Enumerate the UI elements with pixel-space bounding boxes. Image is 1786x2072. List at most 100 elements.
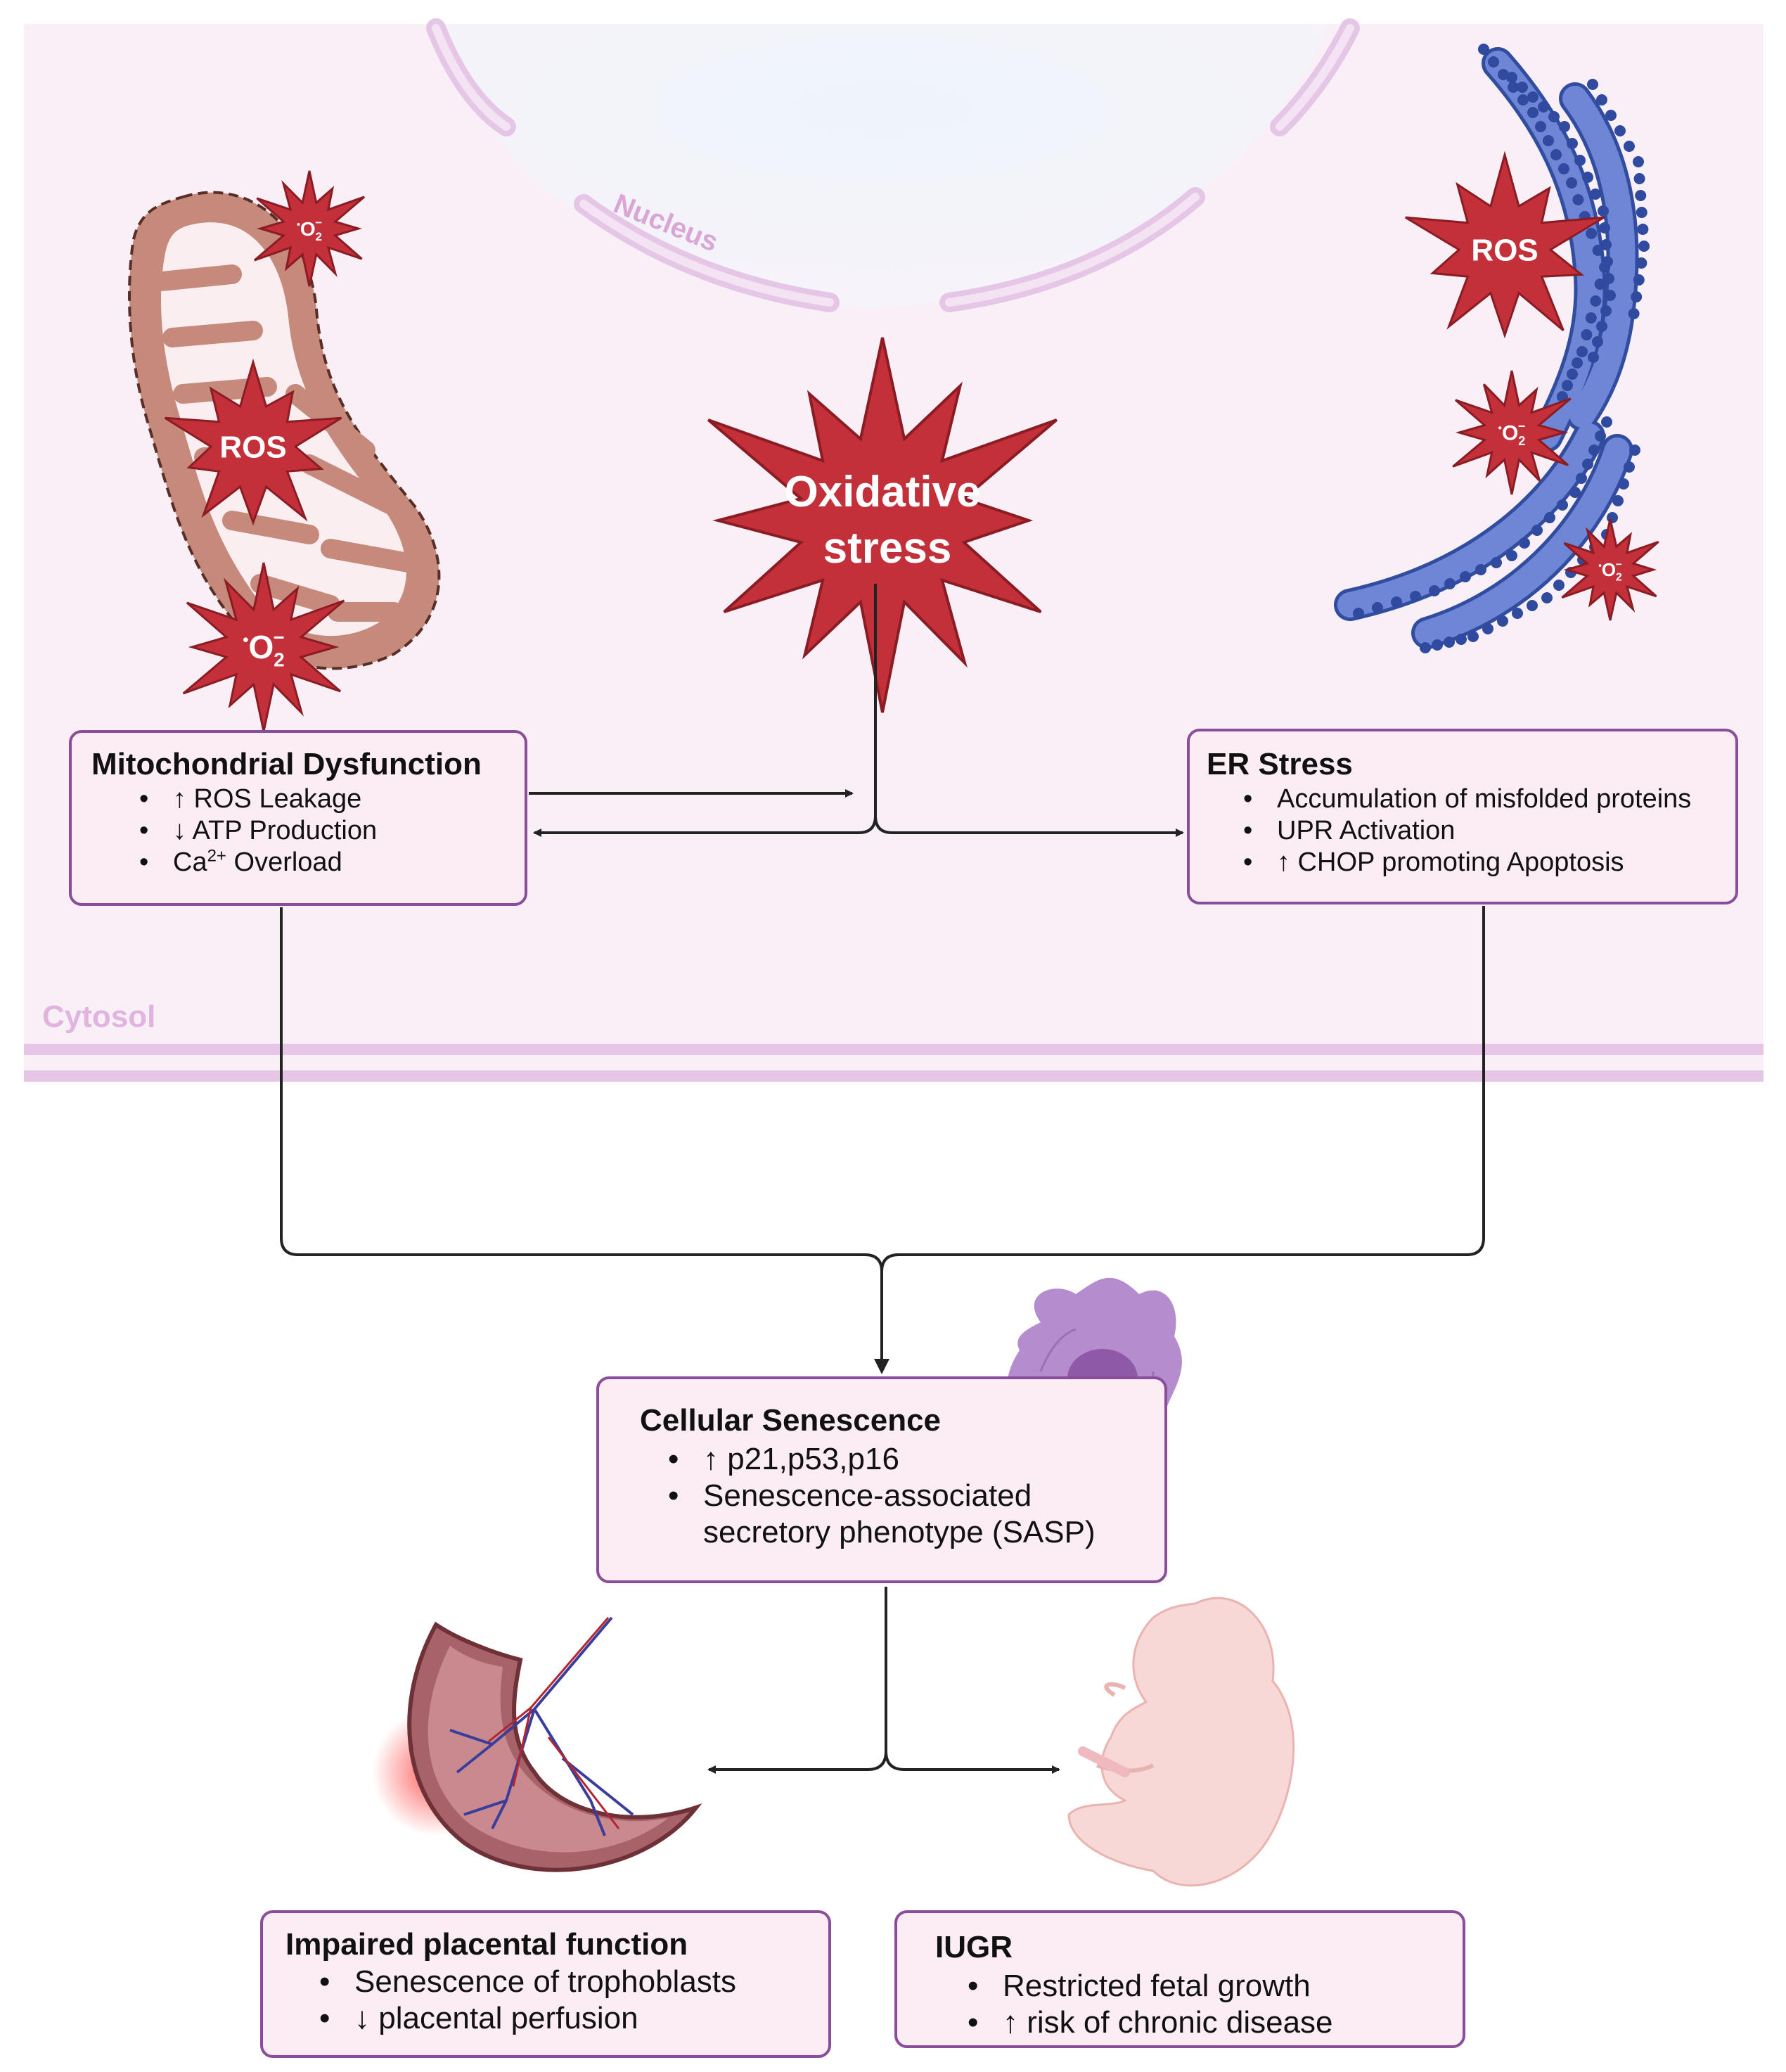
ribosome-dot	[1590, 295, 1602, 307]
ribosome-dot	[1444, 637, 1455, 648]
cell-membrane-inner	[24, 1070, 1763, 1082]
ribosome-dot	[1391, 596, 1402, 608]
bullet-list: ↑ ROS Leakage ↓ ATP Production Ca2+ Over…	[139, 784, 525, 878]
ribosome-dot	[1612, 495, 1624, 506]
ribosome-dot	[1569, 487, 1581, 498]
oxidative-stress-label-line1: Oxidative	[784, 468, 980, 516]
mitochondrial-dysfunction-box: Mitochondrial Dysfunction ↑ ROS Leakage …	[69, 730, 527, 906]
ribosome-dot	[1488, 56, 1499, 68]
list-item: UPR Activation	[1243, 815, 1735, 847]
ribosome-dot	[1633, 173, 1645, 184]
ribosome-dot	[1582, 459, 1593, 470]
bullet-list: Accumulation of misfolded proteins UPR A…	[1243, 784, 1735, 878]
cytosol-label: Cytosol	[42, 999, 155, 1034]
list-item: ↑ ROS Leakage	[139, 784, 525, 815]
ribosome-dot	[1588, 445, 1600, 456]
ribosome-dot	[1548, 111, 1560, 122]
bullet-list: Restricted fetal growth ↑ risk of chroni…	[968, 1968, 1463, 2041]
ribosome-dot	[1628, 308, 1640, 319]
ribosome-dot	[1629, 445, 1640, 456]
ribosome-dot	[1506, 72, 1517, 83]
superoxide-label: •O2−	[297, 216, 322, 243]
superoxide-label: •O2−	[1498, 419, 1526, 448]
ribosome-dot	[1624, 461, 1635, 473]
ribosome-dot	[1512, 608, 1523, 619]
ribosome-dot	[1605, 290, 1616, 301]
ribosome-dot	[1585, 312, 1597, 324]
ribosome-dot	[1614, 125, 1626, 136]
list-item: Ca2+ Overload	[139, 847, 525, 878]
box-title: ER Stress	[1207, 747, 1353, 781]
superoxide-burst-3: •O2−	[1452, 370, 1572, 495]
ribosome-dot	[1624, 141, 1635, 152]
ribosome-dot	[1590, 188, 1601, 200]
bullet-list: Senescence of trophoblasts ↓ placental p…	[319, 1964, 828, 2037]
ribosome-dot	[1636, 257, 1647, 269]
ribosome-dot	[1527, 91, 1538, 103]
ribosome-dot	[1372, 602, 1383, 613]
ribosome-dot	[1574, 155, 1586, 166]
superoxide-burst-1: •O2−	[253, 170, 366, 287]
ribosome-dot	[1482, 623, 1493, 634]
superoxide-label: •O2−	[243, 626, 284, 670]
connector-lines	[280, 584, 1485, 1774]
ribosome-dot	[1531, 525, 1543, 536]
list-item: ↑ risk of chronic disease	[968, 2004, 1463, 2041]
ribosome-dot	[1607, 512, 1618, 523]
list-item: Restricted fetal growth	[968, 1968, 1463, 2004]
ribosome-dot	[1535, 121, 1546, 132]
bullet-list: ↑ p21,p53,p16 Senescence-associated secr…	[668, 1441, 1164, 1551]
ribosome-dot	[1566, 177, 1577, 188]
box-title: Mitochondrial Dysfunction	[91, 747, 482, 781]
list-item: ↓ ATP Production	[139, 815, 525, 847]
ribosome-dot	[1410, 591, 1421, 602]
ribosome-dot	[1635, 190, 1647, 201]
ribosome-dot	[1596, 94, 1607, 105]
superoxide-burst-4: •O2−	[1561, 518, 1659, 621]
ribosome-dot	[1601, 416, 1612, 428]
ribosome-dot	[1467, 631, 1479, 642]
ribosome-dot	[1633, 156, 1644, 167]
superoxide-label: •O2−	[1598, 558, 1622, 583]
nucleus-region	[436, 24, 1329, 309]
ros-label: ROS	[1471, 233, 1538, 267]
ribosome-dot	[1594, 279, 1606, 290]
ribosome-dot	[1456, 634, 1467, 645]
ribosome-dot	[1587, 79, 1598, 90]
cellular-senescence-box: Cellular Senescence ↑ p21,p53,p16 Senesc…	[596, 1376, 1167, 1583]
placenta-illustration	[373, 1616, 702, 1872]
ribosome-dot	[1636, 207, 1647, 218]
box-title: Impaired placental function	[285, 1927, 688, 1962]
fetus-illustration	[1067, 1597, 1295, 1887]
ribosome-dot	[1491, 557, 1502, 568]
list-item: Senescence of trophoblasts	[319, 1964, 828, 2000]
ribosome-dot	[1637, 224, 1649, 235]
iugr-box: IUGR Restricted fetal growth ↑ risk of c…	[894, 1910, 1465, 2048]
ribosome-dot	[1600, 305, 1612, 316]
ribosome-dot	[1582, 172, 1593, 183]
ribosome-dot	[1605, 110, 1617, 121]
ribosome-dot	[1527, 600, 1538, 611]
ribosome-dot	[1567, 138, 1578, 149]
oxidative-stress-burst: Oxidative stress	[707, 337, 1058, 713]
ros-burst-mitochondria: ROS	[164, 358, 342, 526]
ribosome-dot	[1550, 149, 1562, 160]
ribosome-dot	[1576, 346, 1588, 357]
ribosome-dot	[1588, 352, 1599, 363]
list-item: Accumulation of misfolded proteins	[1243, 784, 1735, 815]
box-title: IUGR	[935, 1930, 1013, 1964]
er-stress-box: ER Stress Accumulation of misfolded prot…	[1187, 729, 1738, 904]
ribosome-dot	[1432, 639, 1443, 651]
ribosome-dot	[1508, 82, 1519, 93]
ribosome-dot	[1633, 274, 1645, 286]
ribosome-dot	[1631, 291, 1643, 302]
ribosome-dot	[1544, 512, 1555, 523]
ribosome-dot	[1420, 642, 1431, 653]
ribosome-dot	[1353, 608, 1364, 619]
ribosome-dot	[1429, 585, 1440, 596]
list-item: ↑ CHOP promoting Apoptosis	[1243, 847, 1735, 878]
ribosome-dot	[1572, 357, 1583, 369]
ribosome-dot	[1558, 163, 1569, 174]
ribosome-dot	[1506, 550, 1517, 561]
